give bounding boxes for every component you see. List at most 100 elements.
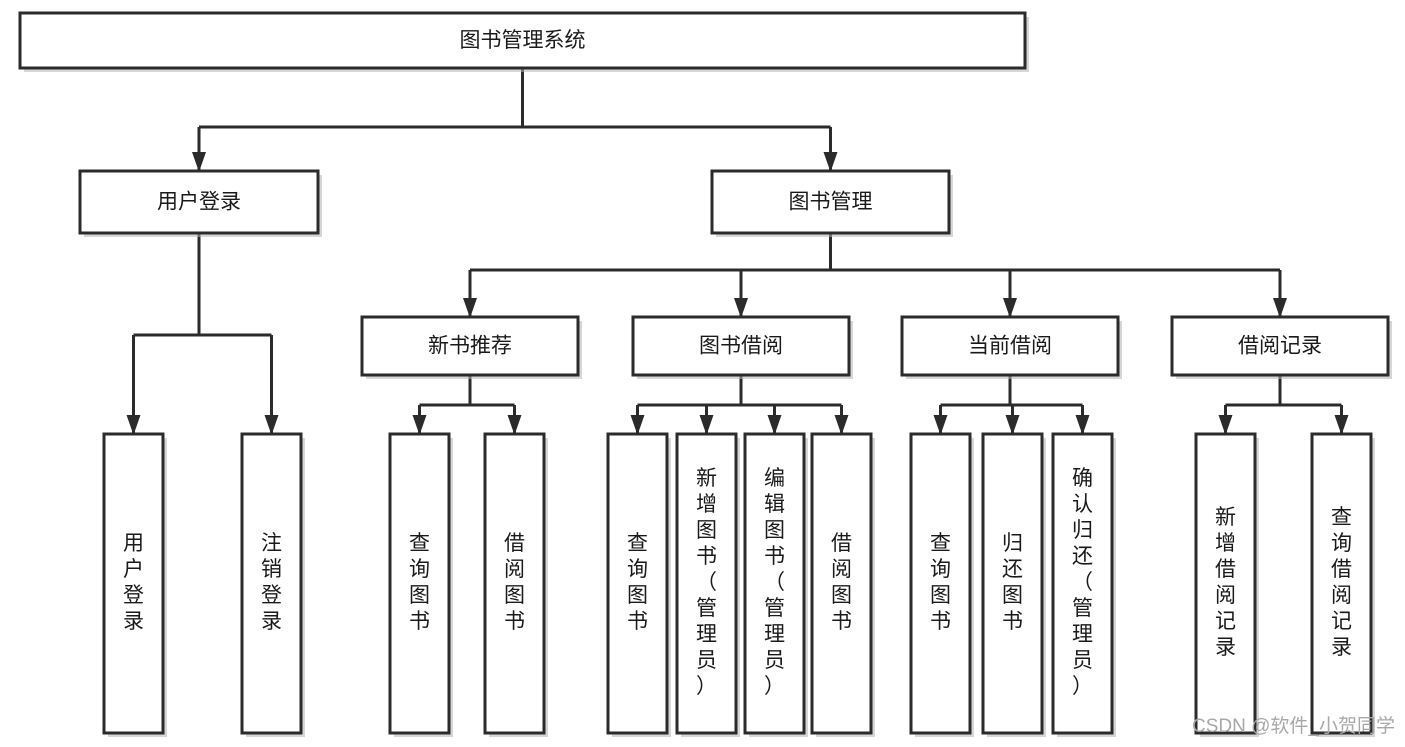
svg-text:还: 还 — [1002, 558, 1023, 581]
node-borrow-record[interactable]: 借阅记录 — [1170, 315, 1392, 379]
arrow-head-icon — [126, 415, 141, 435]
arrow-head-icon — [933, 415, 948, 435]
svg-text:（: （ — [696, 571, 717, 594]
svg-text:借: 借 — [831, 532, 852, 555]
node-box — [900, 315, 1120, 377]
connector-layer — [126, 68, 1349, 435]
svg-text:登: 登 — [123, 584, 144, 607]
svg-text:增: 增 — [696, 493, 717, 516]
svg-text:阅: 阅 — [831, 558, 852, 581]
svg-text:辑: 辑 — [764, 493, 785, 516]
arrow-head-icon — [734, 298, 748, 318]
svg-text:图: 图 — [696, 519, 717, 542]
arrow-head-icon — [507, 415, 522, 435]
svg-text:记: 记 — [1331, 610, 1352, 633]
svg-text:管: 管 — [696, 597, 717, 620]
svg-text:员: 员 — [696, 649, 717, 672]
svg-text:借: 借 — [1331, 558, 1352, 581]
node-root[interactable]: 图书管理系统 — [18, 11, 1029, 72]
node-box — [1194, 432, 1257, 735]
arrow-head-icon — [834, 415, 849, 435]
node-label: 当前借阅 — [968, 335, 1052, 358]
arrow-head-icon — [630, 415, 645, 435]
node-book-borrow[interactable]: 图书借阅 — [631, 315, 853, 379]
arrow-head-icon — [463, 298, 477, 318]
svg-text:编: 编 — [764, 467, 785, 490]
node-box — [810, 432, 873, 735]
svg-text:阅: 阅 — [1215, 584, 1236, 607]
svg-text:书: 书 — [930, 610, 951, 633]
svg-text:图: 图 — [1002, 584, 1023, 607]
svg-text:）: ） — [764, 675, 785, 698]
node-leaf-user-login[interactable]: 用户登录 — [102, 432, 167, 737]
arrow-head-icon — [699, 415, 714, 435]
svg-text:借: 借 — [1215, 558, 1236, 581]
svg-text:（: （ — [764, 571, 785, 594]
svg-text:认: 认 — [1072, 493, 1093, 516]
svg-text:询: 询 — [1331, 532, 1352, 555]
node-user-login[interactable]: 用户登录 — [78, 169, 322, 237]
svg-text:（: （ — [1072, 571, 1093, 594]
svg-text:询: 询 — [930, 558, 951, 581]
svg-text:书: 书 — [1002, 610, 1023, 633]
svg-text:理: 理 — [696, 623, 717, 646]
svg-text:新: 新 — [1215, 506, 1236, 529]
svg-text:归: 归 — [1072, 519, 1093, 542]
node-new-book-recommend[interactable]: 新书推荐 — [360, 315, 582, 379]
svg-text:录: 录 — [1331, 636, 1352, 659]
arrow-head-icon — [1003, 298, 1017, 318]
svg-text:书: 书 — [627, 610, 648, 633]
svg-text:阅: 阅 — [1331, 584, 1352, 607]
svg-text:增: 增 — [1215, 532, 1236, 555]
svg-text:用: 用 — [123, 532, 144, 555]
node-box — [631, 315, 851, 377]
svg-text:查: 查 — [930, 532, 951, 555]
arrow-head-icon — [192, 152, 206, 172]
svg-text:归: 归 — [1002, 532, 1023, 555]
node-book-manage[interactable]: 图书管理 — [710, 169, 953, 237]
csdn-watermark: CSDN @软件_小贺同学 — [1192, 715, 1395, 737]
svg-text:录: 录 — [261, 610, 282, 633]
node-current-borrow[interactable]: 当前借阅 — [900, 315, 1122, 379]
node-label: 借阅记录 — [1238, 335, 1322, 358]
svg-text:书: 书 — [504, 610, 525, 633]
svg-text:注: 注 — [261, 532, 282, 555]
svg-text:登: 登 — [261, 584, 282, 607]
arrow-head-icon — [1273, 298, 1287, 318]
svg-text:理: 理 — [1072, 623, 1093, 646]
svg-text:销: 销 — [261, 558, 282, 581]
node-box — [360, 315, 580, 377]
svg-text:借: 借 — [504, 532, 525, 555]
node-label: 图书管理 — [789, 191, 873, 214]
svg-text:书: 书 — [831, 610, 852, 633]
svg-text:查: 查 — [409, 532, 430, 555]
node-box — [102, 432, 165, 735]
node-box — [1051, 432, 1114, 735]
svg-text:查: 查 — [1331, 506, 1352, 529]
watermark-layer: CSDN @软件_小贺同学 — [1192, 715, 1395, 737]
arrow-head-icon — [767, 415, 782, 435]
svg-text:图: 图 — [409, 584, 430, 607]
